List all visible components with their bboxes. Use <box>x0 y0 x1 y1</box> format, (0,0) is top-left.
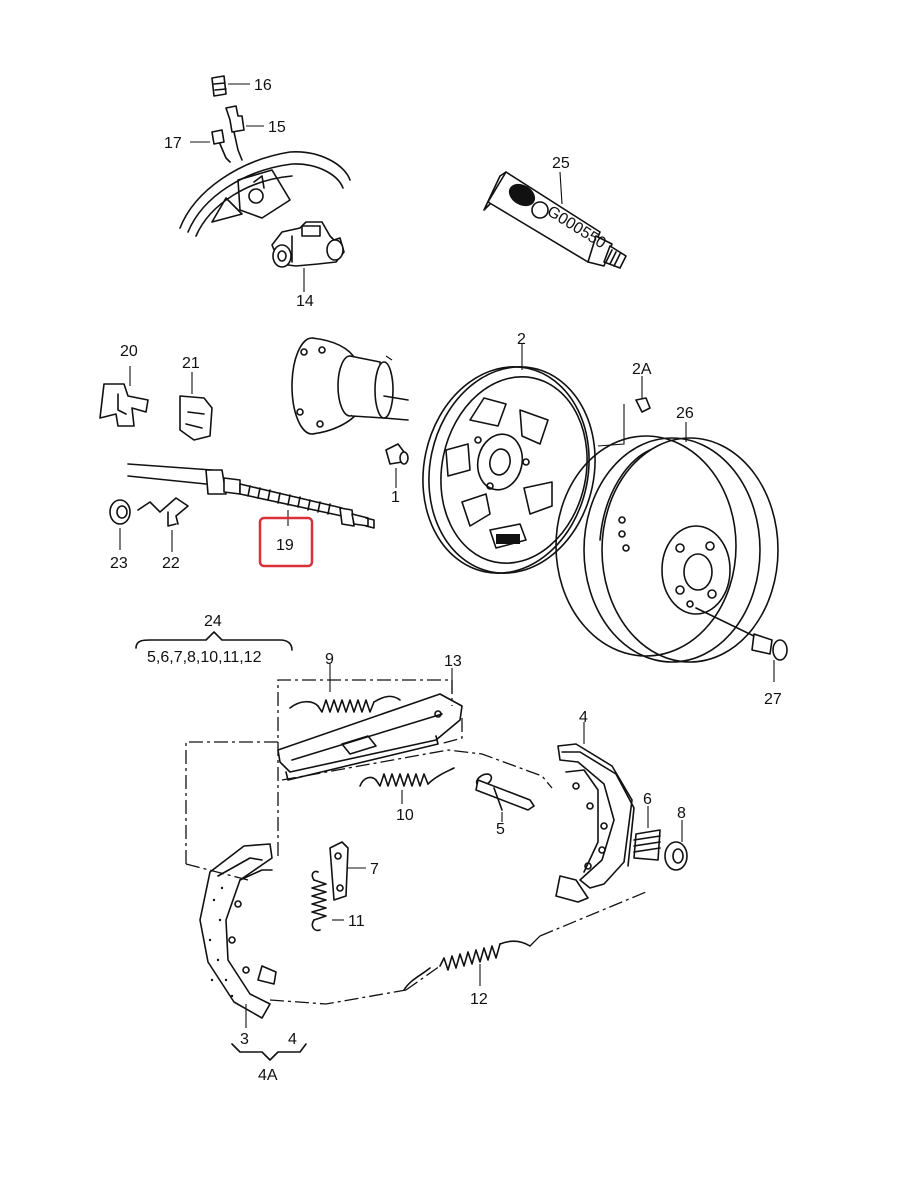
callout-27: 27 <box>764 691 782 708</box>
callout-4: 4 <box>579 709 588 726</box>
callout-12: 12 <box>470 991 488 1008</box>
nut-1 <box>385 443 409 488</box>
callout-15: 15 <box>268 119 286 136</box>
callout-6: 6 <box>643 791 652 808</box>
wheel-hub <box>291 337 409 435</box>
bracket-4a <box>231 1043 307 1061</box>
callout-23: 23 <box>110 555 128 572</box>
bleeder-valve-15 <box>225 105 264 161</box>
cup-8 <box>664 820 688 871</box>
callout-7: 7 <box>370 861 379 878</box>
callout-26: 26 <box>676 405 694 422</box>
callout-3: 3 <box>240 1031 249 1048</box>
callout-16: 16 <box>254 77 272 94</box>
callout-4-shoe: 4 <box>288 1031 297 1048</box>
exploded-view-outline <box>185 679 647 1005</box>
washer-23 <box>109 499 131 550</box>
callout-25: 25 <box>552 155 570 172</box>
callout-14: 14 <box>296 293 314 310</box>
wheel-cylinder <box>271 221 345 268</box>
callout-8: 8 <box>677 805 686 822</box>
clip-21 <box>179 372 213 441</box>
callout-11: 11 <box>348 913 365 930</box>
backplate-partial <box>179 151 351 237</box>
callout-22: 22 <box>162 555 180 572</box>
callout-1: 1 <box>391 489 400 506</box>
screw-27 <box>695 607 788 682</box>
spring-11 <box>311 870 344 932</box>
callout-9: 9 <box>325 651 334 668</box>
grease-tube: G000550 <box>483 171 627 269</box>
spring-10 <box>359 767 455 804</box>
pin-5 <box>475 773 535 822</box>
clip-20 <box>99 366 149 427</box>
callout-13: 13 <box>444 653 462 670</box>
callout-19: 19 <box>276 537 294 554</box>
plug-2a <box>597 376 651 447</box>
callout-2a: 2A <box>632 361 652 378</box>
callout-24-list: 5,6,7,8,10,11,12 <box>147 649 262 666</box>
brake-shoe-3 <box>199 843 277 1028</box>
spring-6 <box>633 806 661 861</box>
adjuster-lever-13 <box>277 668 463 781</box>
callout-5: 5 <box>496 821 505 838</box>
spring-9 <box>289 664 401 713</box>
highlight-box-19 <box>258 516 314 568</box>
brake-shoe-4 <box>555 722 635 903</box>
callout-10: 10 <box>396 807 414 824</box>
strut-7 <box>329 841 366 901</box>
spring-12 <box>403 940 531 991</box>
callout-24: 24 <box>204 613 222 630</box>
callout-21: 21 <box>182 355 200 372</box>
bolt-17 <box>190 129 231 163</box>
handbrake-cable <box>127 463 375 529</box>
dust-cap-16 <box>211 75 250 97</box>
callout-2: 2 <box>517 331 526 348</box>
bracket-24 <box>135 631 293 651</box>
callout-17: 17 <box>164 135 182 152</box>
clip-22 <box>137 497 189 552</box>
brake-backplate <box>422 344 596 574</box>
brake-drum <box>555 422 779 663</box>
callout-20: 20 <box>120 343 138 360</box>
callout-4a: 4A <box>258 1067 278 1084</box>
